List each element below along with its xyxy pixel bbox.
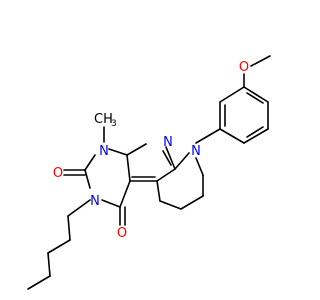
methoxy-group: O: [239, 55, 271, 88]
methyl-label: CH 3: [94, 112, 117, 129]
methoxy-oxygen: O: [239, 60, 249, 75]
carbonyl-oxygen-left: O: [53, 166, 63, 181]
molecule-structure: O: [27, 55, 271, 290]
aryl-n-bond: [195, 128, 221, 144]
methyl-ch: CH: [94, 112, 113, 127]
aryl-nitrogen: N: [191, 144, 201, 159]
fused-ring-system: [27, 126, 204, 290]
molecule-canvas: O: [27, 55, 271, 290]
hexyl-nitrogen: N: [90, 194, 100, 209]
carbonyl-oxygen-bottom: O: [117, 226, 127, 241]
methyl-subscript: 3: [111, 119, 117, 129]
methoxyphenyl-ring: [219, 86, 269, 144]
imidazole-nitrogen-top: N: [163, 135, 173, 150]
methyl-nitrogen: N: [99, 144, 109, 159]
